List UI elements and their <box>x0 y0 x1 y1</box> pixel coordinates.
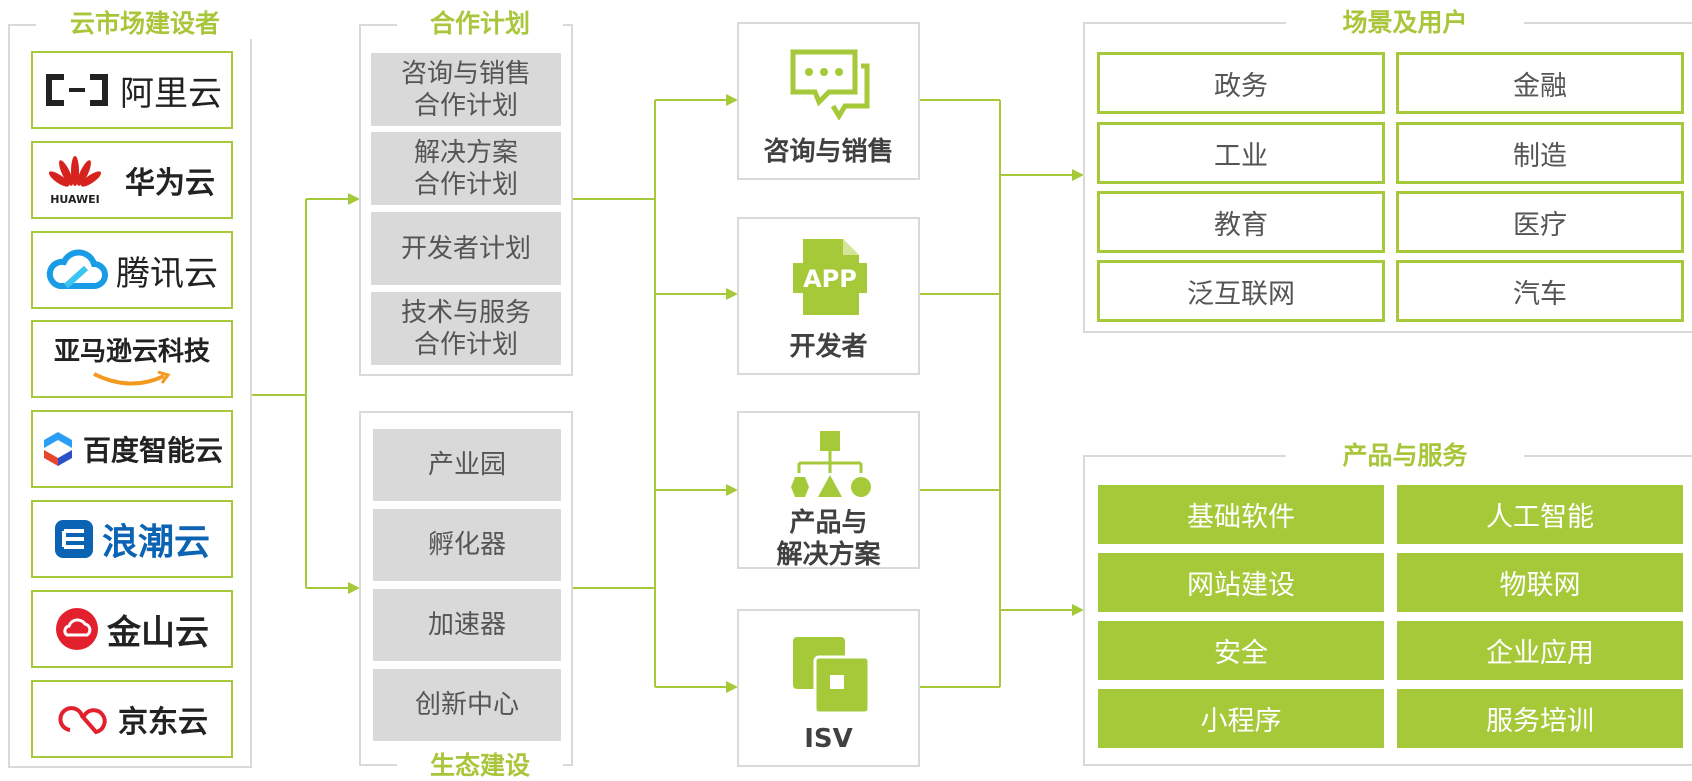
plan-item[interactable]: 咨询与销售合作计划 <box>371 53 561 126</box>
vendor-aliyun[interactable]: 阿里云 <box>31 51 233 129</box>
inspur-logo-icon <box>54 520 93 558</box>
product-item[interactable]: 企业应用 <box>1397 621 1683 680</box>
amazon-smile-icon <box>93 370 171 386</box>
huawei-logo: HUAWEI <box>49 155 101 206</box>
product-item[interactable]: 人工智能 <box>1397 485 1683 544</box>
jdcloud-logo-icon <box>58 706 107 735</box>
app-icon-text: APP <box>803 265 857 293</box>
product-label: 基础软件 <box>1187 502 1295 533</box>
eco-item[interactable]: 产业园 <box>373 429 561 501</box>
role-label: 解决方案 <box>776 540 881 570</box>
role-label: 咨询与销售 <box>763 137 894 167</box>
vendor-amazon[interactable]: 亚马逊云科技 <box>31 320 233 398</box>
role-label: 开发者 <box>789 332 868 362</box>
product-label: 物联网 <box>1499 570 1581 601</box>
plan-line2: 合作计划 <box>413 90 518 121</box>
plan-line2: 合作计划 <box>413 169 518 200</box>
scene-item[interactable]: 教育 <box>1097 191 1385 253</box>
kingsoft-cloud-icon <box>56 608 98 650</box>
product-label: 小程序 <box>1200 706 1282 737</box>
hierarchy-shapes-icon <box>791 431 871 497</box>
vendor-name: 浪潮云 <box>101 522 210 563</box>
scene-label: 教育 <box>1214 209 1268 241</box>
scenes-title: 场景及用户 <box>1286 8 1524 38</box>
plans-title: 合作计划 <box>397 9 563 39</box>
eco-label: 孵化器 <box>427 530 506 560</box>
scene-label: 制造 <box>1513 140 1567 172</box>
vendors-title: 云市场建设者 <box>36 9 254 39</box>
chat-bubbles-icon <box>790 49 870 120</box>
product-item[interactable]: 安全 <box>1098 621 1384 680</box>
scene-item[interactable]: 工业 <box>1097 122 1385 184</box>
plan-line1: 解决方案 <box>413 137 518 168</box>
plan-item[interactable]: 开发者计划 <box>371 212 561 285</box>
vendor-tencent[interactable]: 腾讯云 <box>31 231 233 309</box>
plan-item[interactable]: 解决方案合作计划 <box>371 132 561 205</box>
vendor-huawei[interactable]: HUAWEI 华为云 <box>31 141 233 219</box>
product-item[interactable]: 物联网 <box>1397 553 1683 612</box>
role-product[interactable]: 产品与 解决方案 <box>737 411 920 570</box>
huawei-petal-icon <box>49 155 101 187</box>
vendor-name: 金山云 <box>107 612 209 653</box>
scene-label: 政务 <box>1214 70 1268 102</box>
role-sales[interactable]: 咨询与销售 <box>737 22 920 180</box>
products-title: 产品与服务 <box>1286 441 1524 471</box>
scene-label: 汽车 <box>1513 278 1567 310</box>
scene-label: 工业 <box>1214 140 1268 172</box>
product-item[interactable]: 网站建设 <box>1098 553 1384 612</box>
plan-line1: 咨询与销售 <box>400 58 531 89</box>
scene-item[interactable]: 政务 <box>1097 52 1385 114</box>
baidu-cloud-icon <box>43 432 72 466</box>
product-item[interactable]: 服务培训 <box>1397 689 1683 748</box>
scene-label: 泛互联网 <box>1187 278 1295 310</box>
eco-item[interactable]: 创新中心 <box>373 669 561 741</box>
stacked-windows-icon <box>793 637 871 715</box>
product-item[interactable]: 基础软件 <box>1098 485 1384 544</box>
aliyun-logo-icon <box>46 74 108 106</box>
plan-item[interactable]: 技术与服务合作计划 <box>371 292 561 365</box>
eco-label: 创新中心 <box>414 690 519 720</box>
product-label: 人工智能 <box>1486 502 1594 533</box>
eco-label: 产业园 <box>427 450 506 480</box>
product-label: 安全 <box>1214 638 1268 669</box>
product-label: 网站建设 <box>1187 570 1295 601</box>
vendor-name: 百度智能云 <box>82 434 223 467</box>
eco-item[interactable]: 加速器 <box>373 589 561 661</box>
scene-label: 金融 <box>1513 70 1567 102</box>
product-label: 服务培训 <box>1486 706 1594 737</box>
plan-line1: 技术与服务 <box>400 297 531 328</box>
role-developer[interactable]: APP 开发者 <box>737 217 920 375</box>
plan-line1: 开发者计划 <box>400 233 531 264</box>
tencent-cloud-icon <box>46 249 108 289</box>
vendor-kingsoft[interactable]: 金山云 <box>31 590 233 668</box>
scene-item[interactable]: 制造 <box>1396 122 1684 184</box>
scene-item[interactable]: 金融 <box>1396 52 1684 114</box>
role-label: ISV <box>804 724 853 754</box>
vendor-name: 腾讯云 <box>116 253 218 294</box>
scene-item[interactable]: 泛互联网 <box>1097 260 1385 322</box>
role-isv[interactable]: ISV <box>737 609 920 767</box>
vendor-name: 亚马逊云科技 <box>53 336 210 367</box>
vendor-name: 华为云 <box>125 166 215 201</box>
product-item[interactable]: 小程序 <box>1098 689 1384 748</box>
vendor-baidu[interactable]: 百度智能云 <box>31 410 233 488</box>
huawei-sub-label: HUAWEI <box>50 192 100 206</box>
scene-item[interactable]: 汽车 <box>1396 260 1684 322</box>
product-label: 企业应用 <box>1486 638 1594 669</box>
scene-label: 医疗 <box>1513 209 1567 241</box>
plan-line2: 合作计划 <box>413 329 518 360</box>
eco-item[interactable]: 孵化器 <box>373 509 561 581</box>
vendor-name: 京东云 <box>118 705 208 740</box>
scene-item[interactable]: 医疗 <box>1396 191 1684 253</box>
eco-title: 生态建设 <box>397 751 563 781</box>
vendor-inspur[interactable]: 浪潮云 <box>31 500 233 578</box>
eco-label: 加速器 <box>427 610 506 640</box>
vendor-jdcloud[interactable]: 京东云 <box>31 680 233 758</box>
role-label: 产品与 <box>789 508 868 538</box>
vendor-name: 阿里云 <box>120 73 222 114</box>
app-file-icon: APP <box>793 239 867 315</box>
